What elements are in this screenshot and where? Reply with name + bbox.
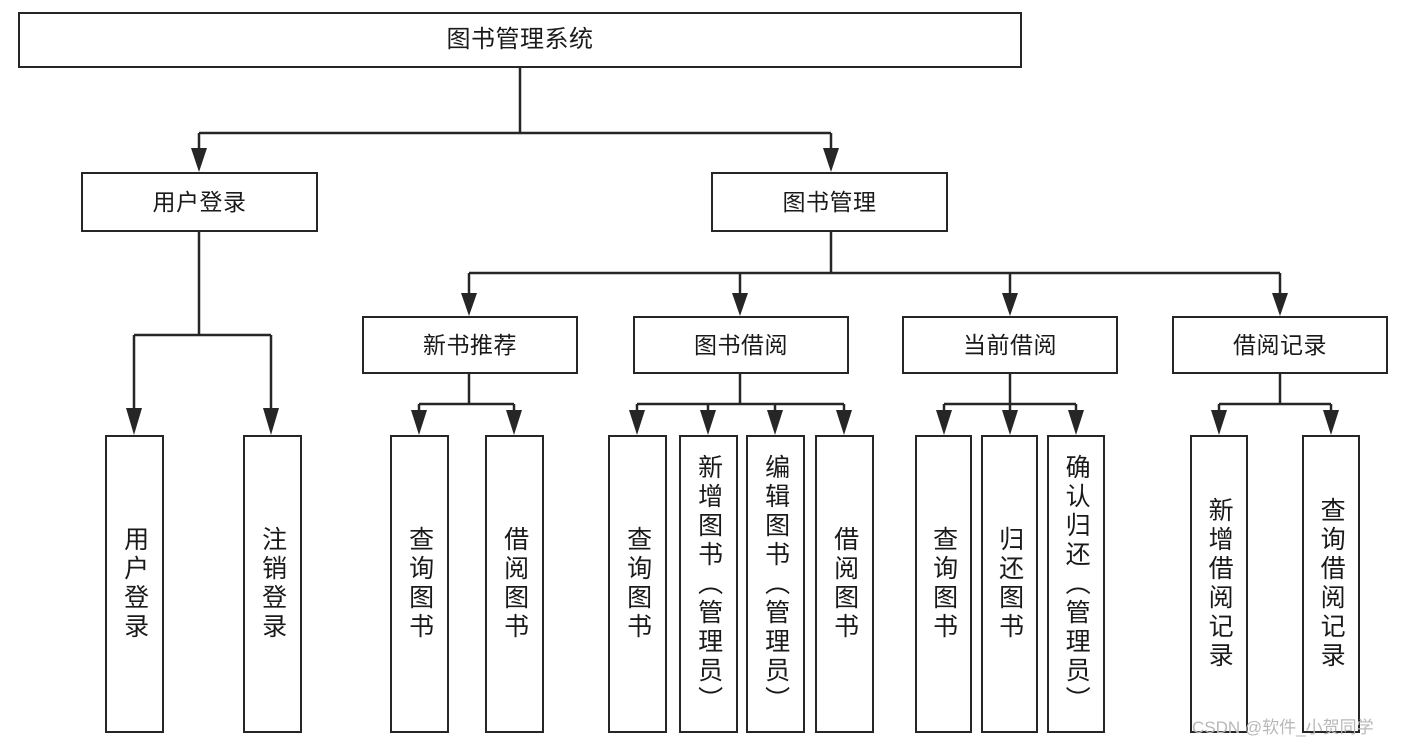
- leaf-borrow-book-label: 借阅图书: [830, 526, 859, 642]
- node-borrow-record[interactable]: 借阅记录: [1172, 316, 1388, 374]
- node-book-management[interactable]: 图书管理: [711, 172, 948, 232]
- leaf-user-login-label: 用户登录: [120, 526, 149, 642]
- node-book-borrow[interactable]: 图书借阅: [633, 316, 849, 374]
- node-user-login[interactable]: 用户登录: [81, 172, 318, 232]
- leaf-query-book-borrow[interactable]: 查询图书: [608, 435, 667, 733]
- node-borrow-record-label: 借阅记录: [1233, 331, 1327, 358]
- leaf-query-book-borrow-label: 查询图书: [623, 526, 652, 642]
- leaf-query-book-current-label: 查询图书: [929, 526, 958, 642]
- node-new-book-recommend-label: 新书推荐: [423, 331, 517, 358]
- node-current-borrow[interactable]: 当前借阅: [902, 316, 1118, 374]
- leaf-borrow-book-recommend[interactable]: 借阅图书: [485, 435, 544, 733]
- leaf-query-borrow-record-label: 查询借阅记录: [1317, 497, 1346, 671]
- leaf-logout[interactable]: 注销登录: [243, 435, 302, 733]
- leaf-add-borrow-record-label: 新增借阅记录: [1205, 497, 1234, 671]
- leaf-query-book-recommend-label: 查询图书: [405, 526, 434, 642]
- node-root[interactable]: 图书管理系统: [18, 12, 1022, 68]
- leaf-add-borrow-record[interactable]: 新增借阅记录: [1190, 435, 1248, 733]
- leaf-query-borrow-record[interactable]: 查询借阅记录: [1302, 435, 1360, 733]
- leaf-add-book-admin-label: 新增图书（管理员）: [694, 453, 723, 715]
- leaf-query-book-current[interactable]: 查询图书: [915, 435, 972, 733]
- leaf-borrow-book-recommend-label: 借阅图书: [500, 526, 529, 642]
- leaf-query-book-recommend[interactable]: 查询图书: [390, 435, 449, 733]
- leaf-logout-label: 注销登录: [258, 526, 287, 642]
- leaf-return-book[interactable]: 归还图书: [981, 435, 1038, 733]
- leaf-confirm-return-admin-label: 确认归还（管理员）: [1062, 453, 1091, 715]
- node-book-borrow-label: 图书借阅: [694, 331, 788, 358]
- watermark: CSDN @软件_小贺同学: [1192, 718, 1374, 737]
- leaf-add-book-admin[interactable]: 新增图书（管理员）: [679, 435, 738, 733]
- node-current-borrow-label: 当前借阅: [963, 331, 1057, 358]
- node-book-management-label: 图书管理: [782, 188, 877, 215]
- leaf-return-book-label: 归还图书: [995, 526, 1024, 642]
- leaf-user-login[interactable]: 用户登录: [105, 435, 164, 733]
- leaf-borrow-book[interactable]: 借阅图书: [815, 435, 874, 733]
- leaf-confirm-return-admin[interactable]: 确认归还（管理员）: [1047, 435, 1105, 733]
- leaf-edit-book-admin[interactable]: 编辑图书（管理员）: [746, 435, 805, 733]
- leaf-edit-book-admin-label: 编辑图书（管理员）: [761, 453, 790, 715]
- node-new-book-recommend[interactable]: 新书推荐: [362, 316, 578, 374]
- node-root-label: 图书管理系统: [446, 26, 594, 53]
- node-user-login-label: 用户登录: [152, 188, 247, 215]
